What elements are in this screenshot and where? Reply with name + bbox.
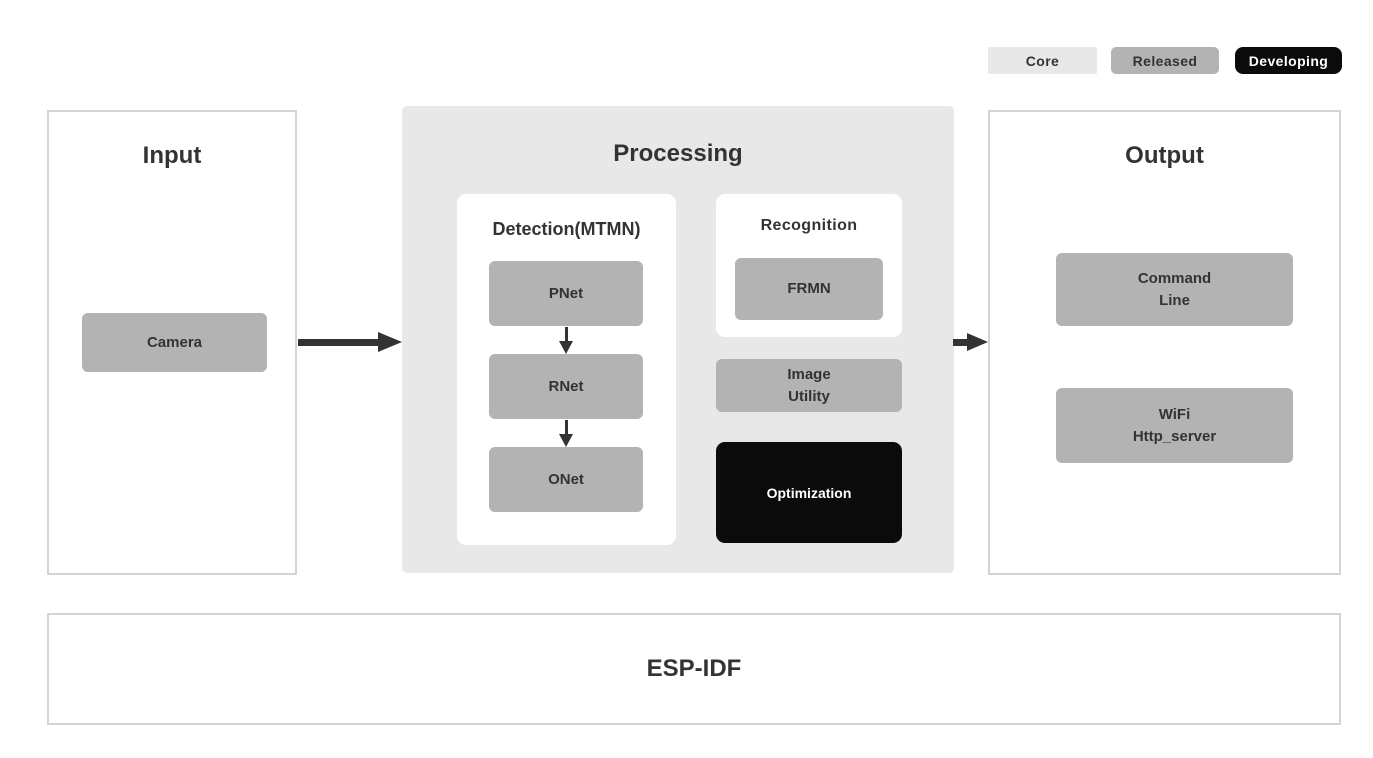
down-arrow-rnet-to-onet-icon <box>559 420 573 447</box>
flow-arrow-input-to-processing-icon <box>298 332 402 352</box>
onet-label: ONet <box>548 470 584 488</box>
esp-idf-panel: ESP-IDF <box>47 613 1341 725</box>
image-utility-block: Image Utility <box>716 359 902 412</box>
output-section: Output Command Line WiFi Http_server <box>988 110 1341 575</box>
rnet-block: RNet <box>489 354 643 419</box>
legend-released-label: Released <box>1132 52 1198 69</box>
command-line-label-line1: Command <box>1137 269 1212 287</box>
legend-developing-label: Developing <box>1248 52 1329 69</box>
onet-block: ONet <box>489 447 643 512</box>
frmn-block: FRMN <box>735 258 883 320</box>
command-line-label-line2: Line <box>1159 291 1190 309</box>
legend-core-label: Core <box>1025 52 1060 69</box>
flow-arrow-processing-to-output-icon <box>953 333 988 351</box>
image-utility-label-line1: Image <box>787 365 831 383</box>
processing-section-title: Processing <box>613 140 743 167</box>
rnet-label: RNet <box>548 377 584 395</box>
detection-title: Detection(MTMN) <box>492 219 641 239</box>
wifi-label-line1: WiFi <box>1158 405 1191 423</box>
legend-chip-core: Core <box>988 47 1097 74</box>
arrow-stem <box>953 338 967 346</box>
recognition-panel: Recognition FRMN <box>716 194 902 337</box>
wifi-label-line2: Http_server <box>1132 427 1217 445</box>
image-utility-label-line2: Utility <box>788 387 830 405</box>
camera-label: Camera <box>146 333 203 351</box>
input-section-title: Input <box>142 142 202 169</box>
arrow-stem <box>298 338 378 346</box>
arrow-stem <box>564 327 568 341</box>
output-section-title: Output <box>1125 142 1204 169</box>
down-arrow-pnet-to-rnet-icon <box>559 327 573 354</box>
camera-block: Camera <box>82 313 267 372</box>
processing-section: Processing Detection(MTMN) PNet RNet ONe… <box>402 106 954 573</box>
arrow-head <box>559 341 573 354</box>
frmn-label: FRMN <box>787 280 831 297</box>
detection-panel: Detection(MTMN) PNet RNet ONet <box>457 194 676 545</box>
arrow-stem <box>564 420 568 434</box>
recognition-title: Recognition <box>760 217 858 234</box>
optimization-block: Optimization <box>716 442 902 543</box>
legend-chip-developing: Developing <box>1235 47 1342 74</box>
command-line-block: Command Line <box>1056 253 1293 326</box>
esp-idf-title: ESP-IDF <box>646 655 742 682</box>
pnet-block: PNet <box>489 261 643 326</box>
pnet-label: PNet <box>548 284 584 302</box>
arrow-head <box>967 333 988 351</box>
arrow-head <box>378 332 402 352</box>
wifi-http-server-block: WiFi Http_server <box>1056 388 1293 463</box>
legend-chip-released: Released <box>1111 47 1219 74</box>
input-section: Input Camera <box>47 110 297 575</box>
arrow-head <box>559 434 573 447</box>
optimization-label: Optimization <box>766 484 852 501</box>
